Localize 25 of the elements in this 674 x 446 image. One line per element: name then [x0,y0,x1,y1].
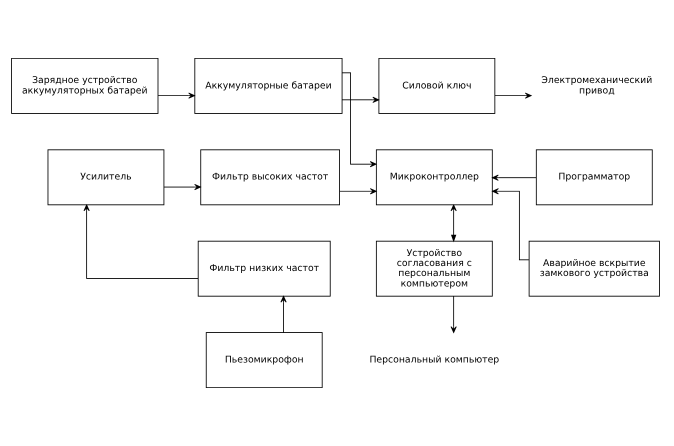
node-box: Аварийное вскрытие замкового устройства [528,240,660,297]
node-text: Электромеханический привод [541,75,652,96]
arrow [492,174,537,181]
arrow [450,204,457,242]
arrow [492,188,530,260]
arrow [164,184,201,190]
node-box: Пьезомикрофон [206,332,323,388]
node-box: Аккумуляторные батареи [194,58,342,114]
node-text: Персональный компьютер [369,354,500,366]
arrow [450,296,457,333]
arrow [494,92,532,99]
node-box: Микроконтроллер [376,149,493,206]
node-box: Фильтр высоких частот [200,149,340,206]
arrow [158,92,195,99]
node-box: Фильтр низких частот [198,240,331,297]
arrow [84,204,199,279]
arrow [339,188,377,194]
arrow [280,296,287,333]
arrow [342,72,377,168]
node-box: Усилитель [48,149,164,206]
node-box: Зарядное устройство аккумуляторных батарей [11,58,158,114]
node-box: Силовой ключ [378,58,496,114]
node-box: Устройство согласования с персональным компьютером [376,240,493,297]
node-box: Программатор [536,149,653,206]
arrow [342,96,380,103]
